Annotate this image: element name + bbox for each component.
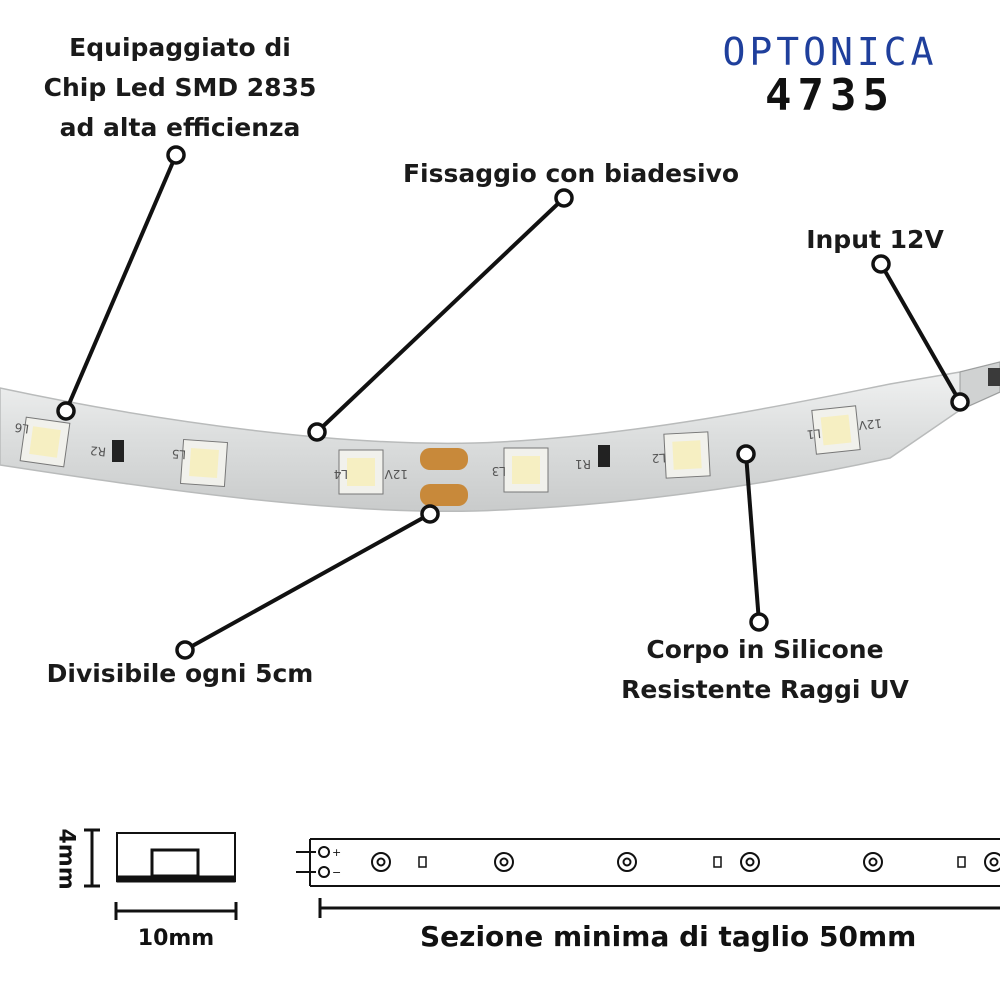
led-chip [503, 447, 549, 493]
marking-led: L4 [334, 467, 348, 481]
leader-dot [749, 612, 769, 632]
schematic-resistor [713, 856, 722, 868]
leader-line-chip [64, 154, 178, 412]
cut-pad [420, 484, 468, 506]
callout-divisible: Divisibile ogni 5cm [46, 659, 314, 688]
cross-section [84, 828, 238, 920]
callout-body-line-1: Corpo in Silicone [646, 635, 884, 664]
leader-dot [950, 392, 970, 412]
led-chip [179, 438, 229, 488]
leader-line-divisible [184, 512, 431, 652]
marking-resistor: R1 [575, 457, 591, 471]
callout-adhesive: Fissaggio con biadesivo [402, 159, 740, 188]
leader-dot [554, 188, 574, 208]
marking-resistor: R2 [89, 443, 106, 459]
leader-dot [166, 145, 186, 165]
callout-input: Input 12V [806, 225, 944, 254]
led-chip [19, 416, 71, 468]
callout-body: Corpo in Silicone Resistente Raggi UV [610, 630, 920, 710]
pad-plus-label: + [332, 846, 341, 859]
schematic-led [740, 852, 760, 872]
leader-line-body [744, 453, 761, 623]
schematic-led [863, 852, 883, 872]
resistor [598, 445, 610, 467]
cut-pad [420, 448, 468, 470]
marking-led: L1 [806, 426, 822, 441]
led-chip [663, 431, 711, 479]
leader-dot [871, 254, 891, 274]
callout-body-line-2: Resistente Raggi UV [621, 675, 909, 704]
leader-line-adhesive [315, 196, 566, 434]
led-chip [811, 405, 861, 455]
marking-led: L3 [492, 464, 506, 478]
dimension-cut-section: Sezione minima di taglio 50mm [420, 920, 917, 953]
brand-code: 4735 [765, 70, 895, 121]
leader-dot [56, 401, 76, 421]
leader-dot [420, 504, 440, 524]
strip-schematic [296, 838, 1000, 918]
marking-voltage: 12V [857, 416, 883, 432]
schematic-led [617, 852, 637, 872]
brand-name: OPTONICA [722, 30, 938, 74]
schematic-resistor [418, 856, 427, 868]
callout-chip: Equipaggiato di Chip Led SMD 2835 ad alt… [30, 28, 330, 148]
leader-dot [175, 640, 195, 660]
brand-logo: OPTONICA 4735 [690, 30, 970, 118]
leader-line-input [879, 263, 962, 403]
resistor [112, 440, 124, 462]
callout-chip-line-2: Chip Led SMD 2835 [43, 73, 317, 102]
strip-body [0, 361, 1000, 513]
schematic-led [984, 852, 1000, 872]
led-chip [338, 449, 384, 495]
marking-voltage: 12V [384, 467, 408, 481]
leader-dot [736, 444, 756, 464]
callout-chip-line-3: ad alta efficienza [59, 113, 301, 142]
marking-led: L5 [171, 447, 186, 462]
schematic-resistor [957, 856, 966, 868]
schematic-led [371, 852, 391, 872]
marking-led: L6 [14, 420, 30, 436]
dimension-width: 10mm [137, 926, 215, 951]
pad-minus-label: − [332, 866, 341, 879]
cable-wire [988, 368, 1000, 386]
leader-dot [307, 422, 327, 442]
schematic-led [494, 852, 514, 872]
marking-led: L2 [651, 451, 666, 466]
dimension-height: 4mm [53, 828, 79, 890]
callout-chip-line-1: Equipaggiato di [69, 33, 291, 62]
